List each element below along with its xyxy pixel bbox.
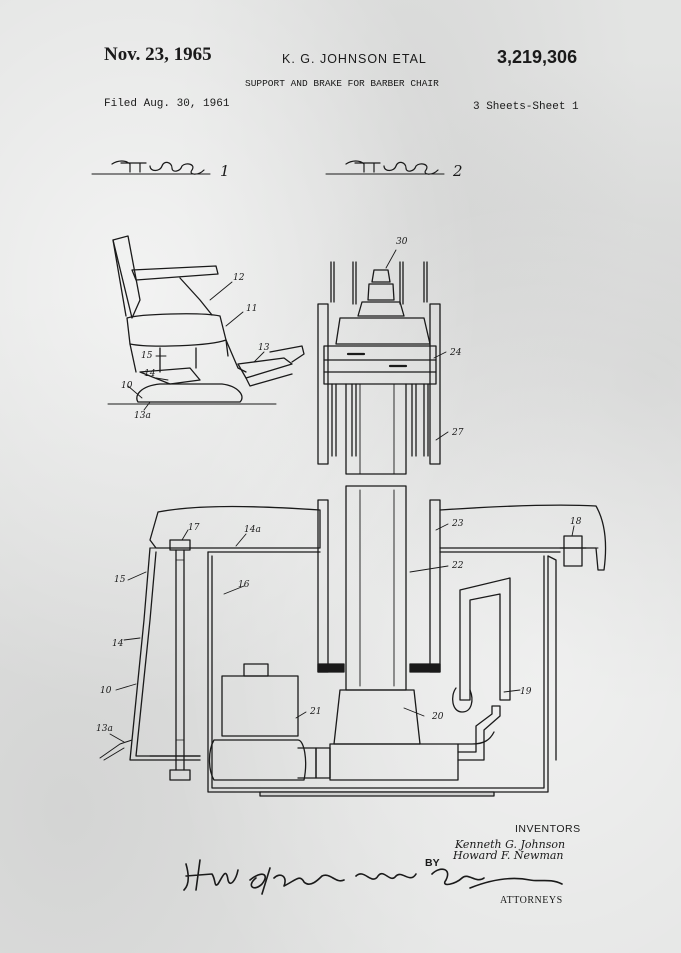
inventor-name-header: K. G. JOHNSON ETAL [282,52,427,66]
fig2-label-10: 10 [100,686,112,696]
patent-date: Nov. 23, 1965 [104,44,212,65]
fig2-label-13a: 13a [96,724,113,734]
fig1-label-13a: 13a [134,411,151,421]
fig2-label-14a: 14a [244,525,261,535]
sheet-number: 3 Sheets-Sheet 1 [473,101,579,113]
fig1-label-12: 12 [233,273,245,283]
fig-2-upper-assembly [317,249,449,475]
fig-2-heading: 2 [325,160,463,180]
attorneys-label: ATTORNEYS [500,895,563,906]
fig1-label-14: 14 [144,369,156,379]
fig1-label-11: 11 [246,304,257,314]
fig-1-number: 1 [220,162,230,180]
fig-1-barber-chair [107,235,305,411]
filed-date: Filed Aug. 30, 1961 [104,98,230,110]
fig1-label-10: 10 [121,381,133,391]
fig2-label-20: 20 [431,712,444,722]
patent-title: SUPPORT AND BRAKE FOR BARBER CHAIR [245,78,439,89]
fig2-label-18: 18 [570,517,582,527]
fig2-label-22: 22 [451,561,464,571]
fig2-label-21: 21 [309,707,321,717]
inventor-2-name: Howard F. Newman [453,849,564,862]
fig-2-lower-housing [99,485,607,797]
fig2-label-24: 24 [449,348,462,358]
fig2-label-15: 15 [114,575,126,585]
fig2-label-27: 27 [451,428,464,438]
inventors-heading: INVENTORS [515,823,581,835]
by-label: BY [425,857,440,869]
fig2-label-16: 16 [238,580,250,590]
inventor-1-name: Kenneth G. Johnson [455,838,566,851]
fig1-label-15: 15 [141,351,153,361]
fig-1-heading: 1 [91,160,230,180]
patent-number: 3,219,306 [497,47,578,67]
fig2-label-14: 14 [112,639,124,649]
fig2-label-19: 19 [520,687,532,697]
fig2-label-17: 17 [188,523,200,533]
attorney-signature [183,859,563,895]
fig2-label-30: 30 [396,237,408,247]
fig2-label-23: 23 [451,519,464,529]
fig1-label-13: 13 [258,343,270,353]
fig-2-number: 2 [452,162,463,180]
